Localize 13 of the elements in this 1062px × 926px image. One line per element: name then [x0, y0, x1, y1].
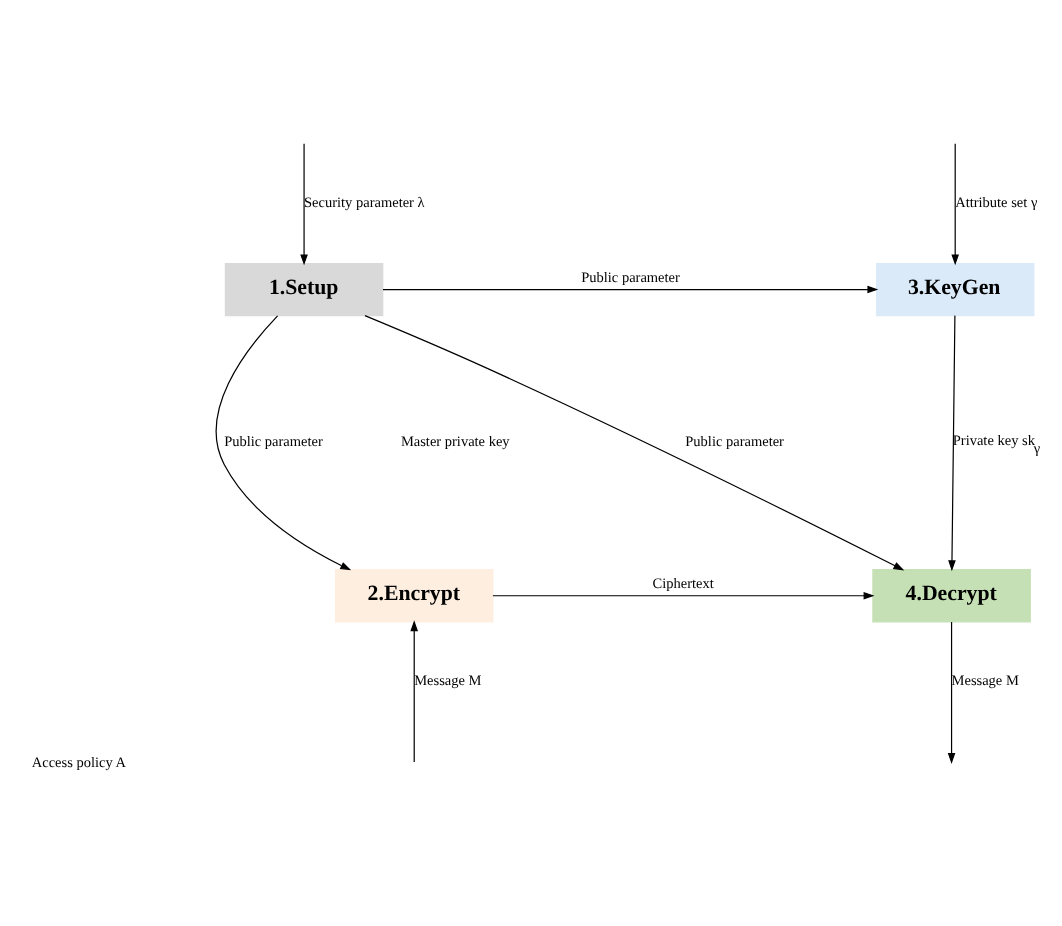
arrow	[215, 314, 352, 570]
arrow	[947, 620, 956, 763]
arrow	[948, 314, 956, 571]
node-box: 3.KeyGen	[875, 261, 1035, 316]
node-box: 1.Setup	[224, 261, 384, 316]
arrow	[382, 284, 879, 293]
arrow	[951, 142, 960, 265]
arrow	[492, 590, 875, 599]
arrow	[410, 619, 419, 762]
node-box: 4.Decrypt	[872, 568, 1031, 622]
node-box: 2.Encrypt	[334, 568, 494, 622]
arrow	[300, 142, 308, 265]
arrow	[364, 313, 905, 570]
